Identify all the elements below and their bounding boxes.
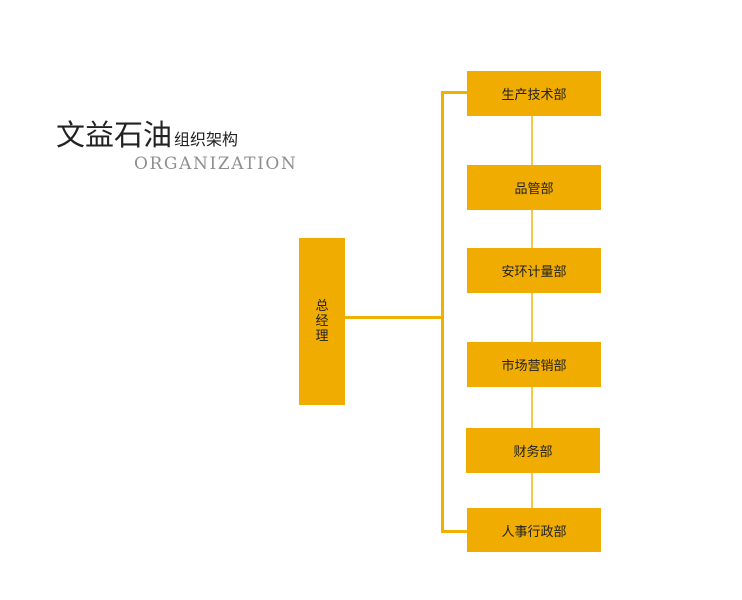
company-name: 文益石油 [56,118,173,152]
gm-char-3: 理 [315,329,329,344]
dept-box-quality: 品管部 [467,165,601,210]
trunk-connector [441,91,444,533]
dept-link-4 [531,386,533,428]
english-title: ORGANIZATION [134,154,298,174]
dept-box-finance: 财务部 [466,428,600,473]
general-manager-box: 总 经 理 [299,238,345,405]
root-connector [344,316,444,319]
gm-char-2: 经 [315,314,329,329]
gm-char-1: 总 [315,299,329,314]
branch-connector-top [441,91,468,94]
branch-connector-bottom [441,530,468,533]
chart-subtitle: 组织架构 [174,130,239,149]
dept-box-safety: 安环计量部 [467,248,601,293]
dept-box-production: 生产技术部 [467,71,601,116]
dept-link-1 [531,115,533,165]
dept-box-marketing: 市场营销部 [467,342,601,387]
header-title: 文益石油组织架构 [56,112,238,154]
dept-link-2 [531,209,533,248]
dept-box-hr: 人事行政部 [467,508,601,552]
dept-link-3 [531,292,533,342]
dept-link-5 [531,472,533,508]
